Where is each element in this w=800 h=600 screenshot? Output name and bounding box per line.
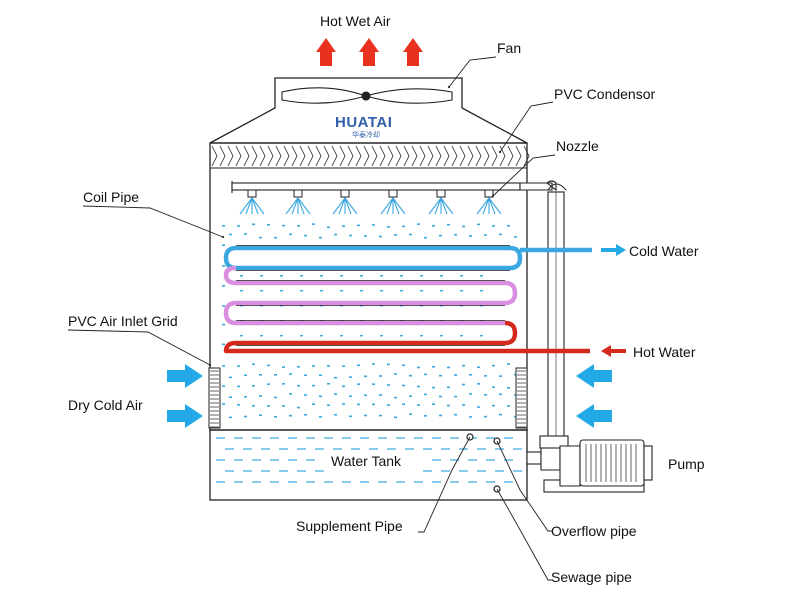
nozzles (239, 189, 502, 215)
label-hot-water: Hot Water (633, 344, 696, 360)
hot-air-arrow-icon (316, 38, 336, 66)
label-water-tank: Water Tank (331, 453, 402, 469)
cold-water-arrow-icon (601, 244, 626, 256)
cold-air-arrow-icon (167, 404, 203, 428)
hot-water-arrow-icon (601, 345, 626, 357)
label-dry-cold-air: Dry Cold Air (68, 397, 143, 413)
brand-logo: HUATAI (335, 114, 392, 131)
hot-air-arrow-icon (403, 38, 423, 66)
air-inlet-grid-left (208, 367, 221, 429)
label-sewage-pipe: Sewage pipe (551, 569, 632, 585)
nozzle-icon (476, 189, 502, 215)
return-pipe (519, 180, 567, 445)
coil-cold-loop (223, 245, 523, 271)
label-cold-water: Cold Water (629, 243, 699, 259)
nozzle-icon (380, 189, 406, 215)
label-coil-pipe: Coil Pipe (83, 189, 139, 205)
coil-middle-loop (223, 280, 518, 326)
cold-air-arrow-icon (576, 404, 612, 428)
dry-cold-air-arrows (167, 364, 612, 428)
fan-icon (281, 87, 453, 104)
hot-air-arrows (316, 38, 423, 66)
tank-pipe-openings (466, 433, 501, 493)
label-pvc-condensor: PVC Condensor (554, 86, 656, 102)
label-supplement-pipe: Supplement Pipe (296, 518, 403, 534)
pump-icon (526, 435, 653, 493)
label-nozzle: Nozzle (556, 138, 599, 154)
cold-air-arrow-icon (576, 364, 612, 388)
air-inlet-grid-right (515, 367, 528, 429)
nozzle-icon (428, 189, 454, 215)
coil-hot-loop (223, 320, 590, 354)
coil-outline (236, 245, 510, 346)
label-fan: Fan (497, 40, 521, 56)
coil-pipe (223, 245, 590, 354)
hot-air-arrow-icon (359, 38, 379, 66)
label-hot-wet-air: Hot Wet Air (320, 13, 391, 29)
spray-header (231, 181, 521, 193)
nozzle-icon (332, 189, 358, 215)
label-pvc-air-inlet-grid: PVC Air Inlet Grid (68, 313, 178, 329)
nozzle-icon (285, 189, 311, 215)
nozzle-icon (239, 189, 265, 215)
label-overflow-pipe: Overflow pipe (551, 523, 637, 539)
brand-subtitle: 华泰冷却 (352, 130, 380, 139)
water-tank (209, 429, 528, 501)
cold-air-arrow-icon (167, 364, 203, 388)
label-pump: Pump (668, 456, 705, 472)
coil-middle-loop-upper (223, 265, 237, 286)
pvc-condensor (211, 145, 530, 167)
